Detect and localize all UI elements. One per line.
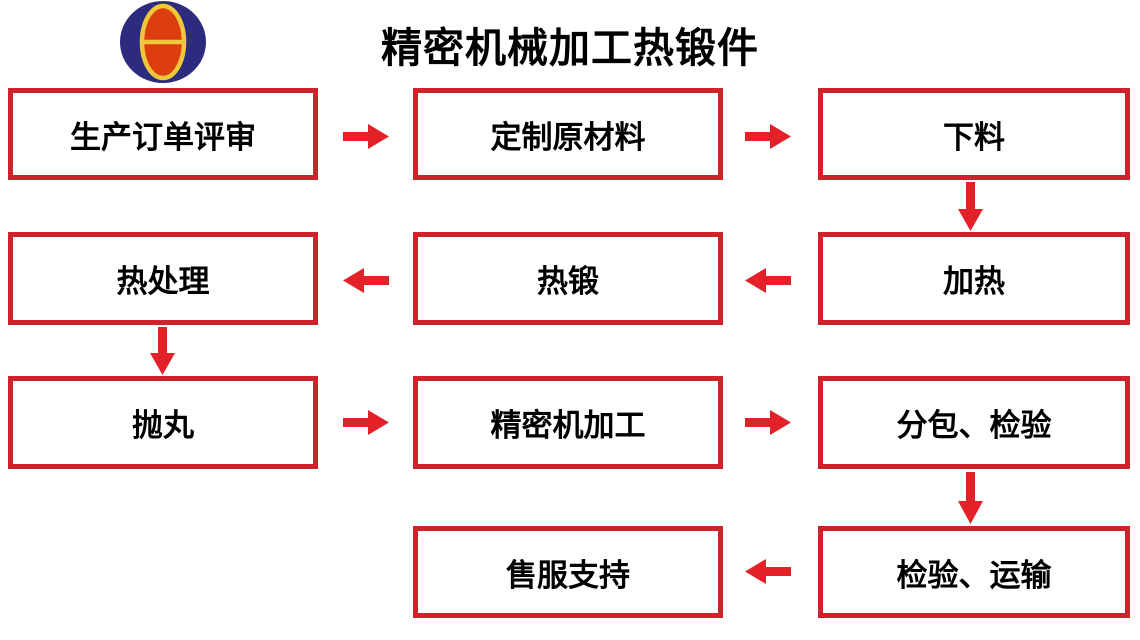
process-box-label: 热处理 (116, 264, 210, 299)
arrow-down-icon-blanking-to-heating (957, 182, 984, 231)
page-title: 精密机械加工热锻件 (381, 25, 759, 71)
process-box-label: 热锻 (537, 264, 599, 299)
process-box-label: 抛丸 (132, 408, 194, 443)
arrow-down-icon-subcontract-to-transport (957, 472, 984, 524)
company-logo-icon (120, 1, 206, 83)
process-box-subcontract-inspection: 分包、检验 (818, 376, 1130, 469)
process-box-precision-machining: 精密机加工 (413, 376, 723, 469)
process-box-production-order-review: 生产订单评审 (8, 88, 318, 180)
process-box-inspection-transport: 检验、运输 (818, 526, 1130, 618)
process-box-label: 精密机加工 (490, 408, 646, 443)
process-box-label: 售服支持 (506, 557, 630, 593)
arrow-left-icon-forging-to-treatment (343, 267, 389, 294)
arrow-left-icon-heating-to-forging (745, 267, 791, 294)
process-box-label: 检验、运输 (896, 557, 1052, 593)
process-box-heat-treatment: 热处理 (8, 232, 318, 325)
arrow-left-icon-transport-to-support (745, 558, 791, 585)
arrow-right-icon-material-to-blanking (745, 123, 791, 150)
process-box-blanking: 下料 (818, 88, 1130, 180)
process-box-label: 下料 (943, 119, 1005, 155)
process-box-label: 加热 (943, 264, 1005, 299)
process-box-custom-raw-material: 定制原材料 (413, 88, 723, 180)
process-box-label: 定制原材料 (490, 119, 646, 155)
process-box-shot-blasting: 抛丸 (8, 376, 318, 469)
process-box-label: 生产订单评审 (70, 119, 256, 155)
process-box-heating: 加热 (818, 232, 1130, 325)
arrow-right-icon-blasting-to-machining (343, 409, 389, 436)
process-box-after-sales-support: 售服支持 (413, 526, 723, 618)
process-box-hot-forging: 热锻 (413, 232, 723, 325)
process-box-label: 分包、检验 (896, 408, 1052, 443)
arrow-down-icon-treatment-to-blasting (149, 327, 176, 375)
arrow-right-icon-machining-to-subcontract (745, 409, 791, 436)
arrow-right-icon-order-to-material (343, 123, 389, 150)
